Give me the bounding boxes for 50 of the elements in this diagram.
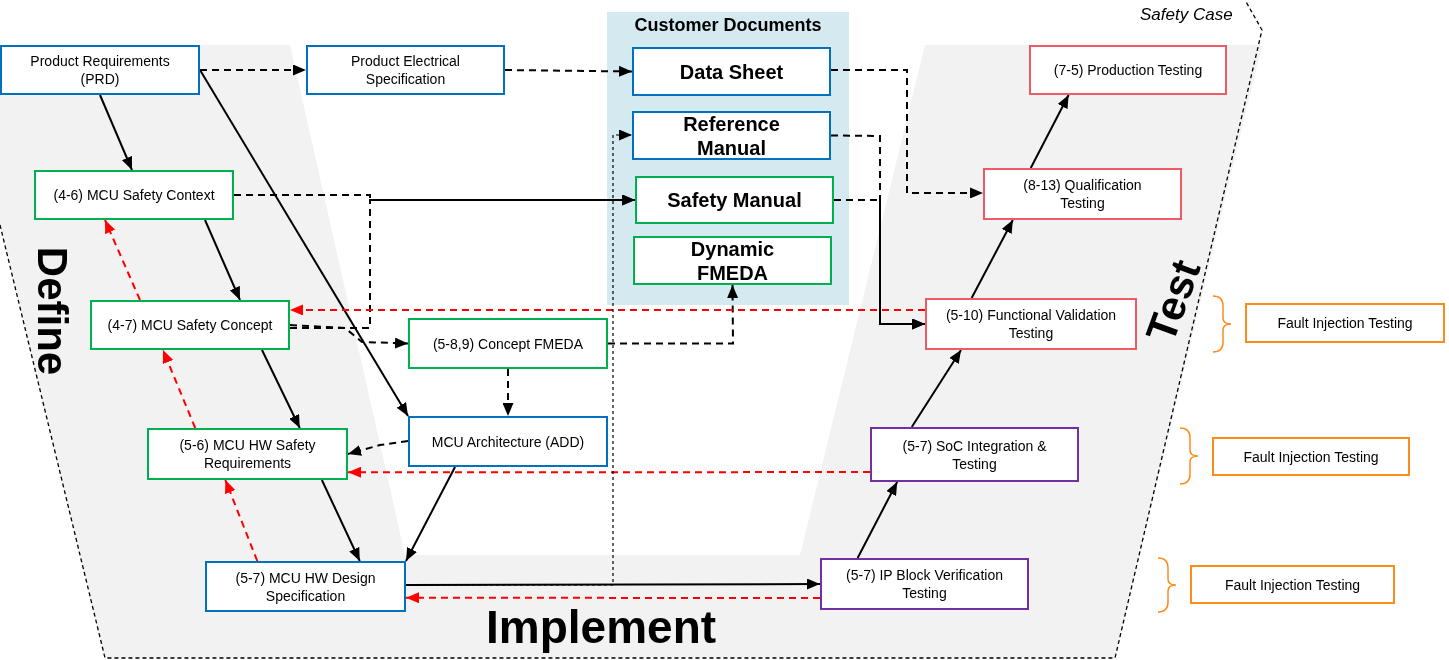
arrow <box>830 69 984 199</box>
arrow <box>204 219 241 301</box>
arrow <box>347 466 871 478</box>
process-box: (7-5) Production Testing <box>1029 45 1227 95</box>
document-box: Safety Manual <box>635 176 834 224</box>
document-box: Reference Manual <box>632 111 831 160</box>
process-box: (4-6) MCU Safety Context <box>34 170 234 220</box>
arrow <box>261 349 301 429</box>
process-box: MCU Architecture (ADD) <box>408 416 608 467</box>
boundary-label: Safety Case <box>1140 4 1233 26</box>
process-box: Fault Injection Testing <box>1190 565 1395 604</box>
arrow <box>504 65 633 77</box>
phase-label: Test <box>1139 254 1208 348</box>
arrow <box>104 219 141 301</box>
process-box: (5-10) Functional Validation Testing <box>925 298 1137 350</box>
arrow <box>289 324 409 349</box>
process-box: (5-8,9) Concept FMEDA <box>408 318 608 369</box>
arrow <box>199 64 307 76</box>
arrow <box>607 284 739 345</box>
process-box: Product Electrical Specification <box>306 45 505 95</box>
arrow <box>289 194 636 329</box>
process-box: (5-7) MCU HW Design Specification <box>205 561 406 612</box>
arrow <box>502 368 514 417</box>
document-box: Dynamic FMEDA <box>633 236 832 285</box>
process-box: (5-6) MCU HW Safety Requirements <box>147 428 348 480</box>
arrow <box>405 592 821 604</box>
arrow <box>405 466 456 562</box>
process-box: Product Requirements (PRD) <box>0 45 200 95</box>
arrow <box>320 479 361 562</box>
process-box: Fault Injection Testing <box>1212 437 1410 476</box>
arrow <box>833 199 926 330</box>
group-heading: Customer Documents <box>633 14 823 37</box>
process-box: (5-7) IP Block Verification Testing <box>820 558 1029 610</box>
process-box: (8-13) Qualification Testing <box>983 168 1182 220</box>
arrow <box>910 349 963 428</box>
arrow <box>856 481 899 559</box>
arrow <box>970 219 1014 299</box>
document-group-panel <box>607 12 849 305</box>
arrow <box>199 69 409 417</box>
arrow <box>289 304 926 316</box>
phase-label: Define <box>31 246 74 376</box>
arrow <box>99 94 133 171</box>
arrow <box>162 349 197 429</box>
arrow <box>224 479 259 562</box>
process-box: (5-7) SoC Integration & Testing <box>870 427 1079 482</box>
document-box: Data Sheet <box>632 47 831 96</box>
process-box: Fault Injection Testing <box>1245 303 1445 343</box>
arrow <box>1029 94 1070 169</box>
process-box: (4-7) MCU Safety Concept <box>90 300 290 350</box>
arrow <box>347 440 409 456</box>
